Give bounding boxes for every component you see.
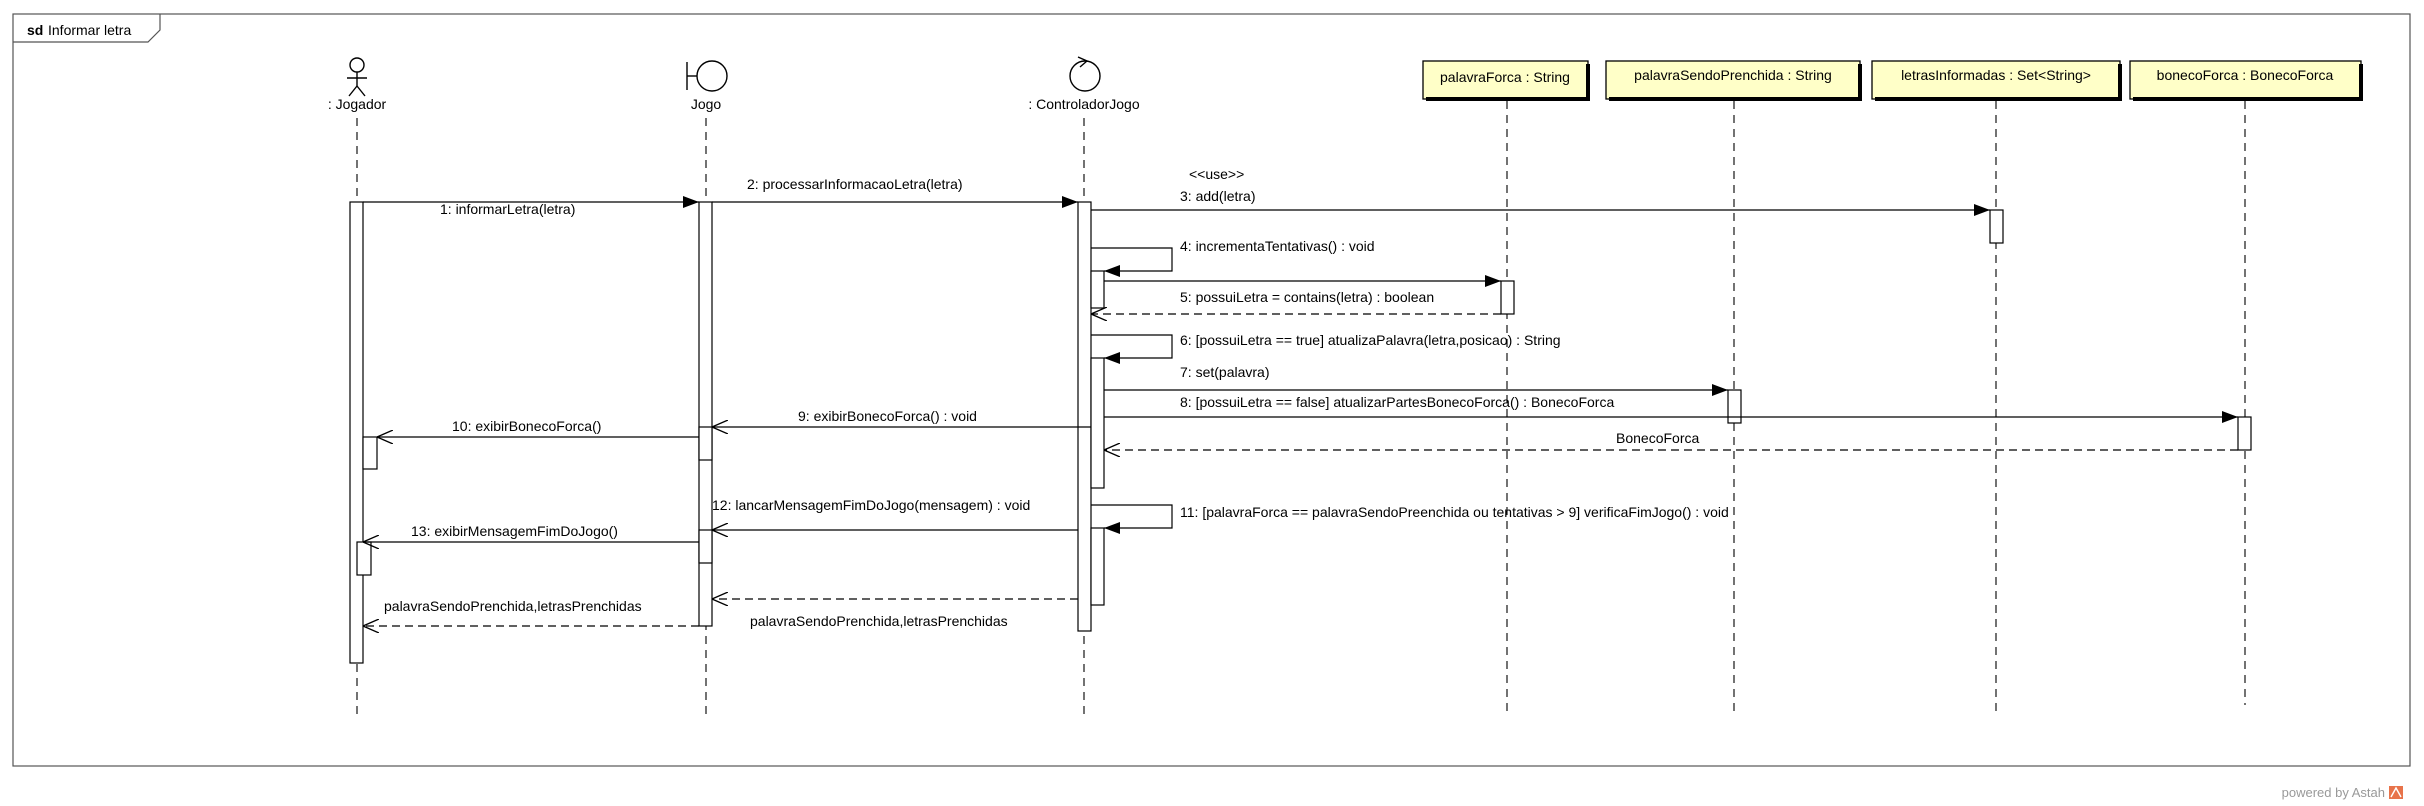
frame-title-tab xyxy=(13,14,161,43)
lifeline-label-jogador: : Jogador xyxy=(328,96,387,112)
message-6-label: 6: [possuiLetra == true] atualizaPalavra… xyxy=(1180,332,1561,348)
message-4-label: 4: incrementaTentativas() : void xyxy=(1180,238,1375,254)
activation-jogador-10 xyxy=(362,436,378,470)
activation-jogador-13 xyxy=(356,541,372,576)
return-jogo-to-jogador-label: palavraSendoPrenchida,letrasPrenchidas xyxy=(384,598,642,614)
object-box-letras-informadas: letrasInformadas : Set<String> xyxy=(1871,60,2122,101)
frame-title: Informar letra xyxy=(48,22,131,38)
svg-text:palavraForca : String: palavraForca : String xyxy=(1440,69,1570,85)
message-3-label: 3: add(letra) xyxy=(1180,188,1255,204)
message-11-label: 11: [palavraForca == palavraSendoPreench… xyxy=(1180,504,1729,520)
diagram-frame xyxy=(12,13,2411,767)
message-1-label: 1: informarLetra(letra) xyxy=(440,201,575,217)
activation-jogo-main xyxy=(698,201,713,627)
lifeline-label-controlador: : ControladorJogo xyxy=(1028,96,1140,112)
object-box-palavra-sendo-prenchida: palavraSendoPrenchida : String xyxy=(1605,60,1862,101)
return-controlador-to-jogo-label: palavraSendoPrenchida,letrasPrenchidas xyxy=(750,613,1008,629)
actor-icon xyxy=(347,57,367,97)
message-6-arrow xyxy=(1091,334,1173,364)
message-4-arrow xyxy=(1091,247,1173,277)
svg-text:bonecoForca : BonecoForca: bonecoForca : BonecoForca xyxy=(2157,67,2334,83)
activation-controlador-11 xyxy=(1090,527,1105,606)
message-10-label: 10: exibirBonecoForca() xyxy=(452,418,601,434)
message-2-label: 2: processarInformacaoLetra(letra) xyxy=(747,176,963,192)
activation-bars xyxy=(349,201,2252,664)
activation-jogador-main xyxy=(349,201,364,664)
message-13-label: 13: exibirMensagemFimDoJogo() xyxy=(411,523,618,539)
message-8-label: 8: [possuiLetra == false] atualizarParte… xyxy=(1180,394,1614,410)
activation-jogo-9 xyxy=(698,426,713,461)
message-12-label: 12: lancarMensagemFimDoJogo(mensagem) : … xyxy=(712,497,1030,513)
activation-controlador-main xyxy=(1077,201,1092,632)
powered-by-watermark: powered by Astah xyxy=(2282,785,2385,800)
frame-keyword: sd xyxy=(27,22,43,38)
message-7-label: 7: set(palavra) xyxy=(1180,364,1269,380)
message-3-stereotype: <<use>> xyxy=(1189,166,1244,182)
activation-palavra-forca xyxy=(1500,280,1515,315)
astah-logo-icon xyxy=(2389,786,2403,799)
activation-controlador-4 xyxy=(1090,270,1105,309)
boundary-icon xyxy=(686,60,728,92)
object-box-boneco-forca: bonecoForca : BonecoForca xyxy=(2129,60,2363,101)
message-9-label: 9: exibirBonecoForca() : void xyxy=(798,408,977,424)
activation-controlador-6 xyxy=(1090,357,1105,489)
activation-boneco-forca xyxy=(2237,416,2252,451)
message-8-return-label: BonecoForca xyxy=(1616,430,1699,446)
svg-text:palavraSendoPrenchida : String: palavraSendoPrenchida : String xyxy=(1634,67,1832,83)
activation-jogo-12 xyxy=(698,529,713,564)
object-box-palavra-forca: palavraForca : String xyxy=(1422,60,1590,101)
svg-text:letrasInformadas : Set<String>: letrasInformadas : Set<String> xyxy=(1901,67,2091,83)
activation-palavra-sendo-prenchida xyxy=(1727,389,1742,424)
message-5-label: 5: possuiLetra = contains(letra) : boole… xyxy=(1180,289,1434,305)
message-11-arrow xyxy=(1091,504,1173,534)
control-icon xyxy=(1069,56,1101,92)
activation-letras-informadas xyxy=(1989,209,2004,244)
lifeline-label-jogo: Jogo xyxy=(691,96,722,112)
